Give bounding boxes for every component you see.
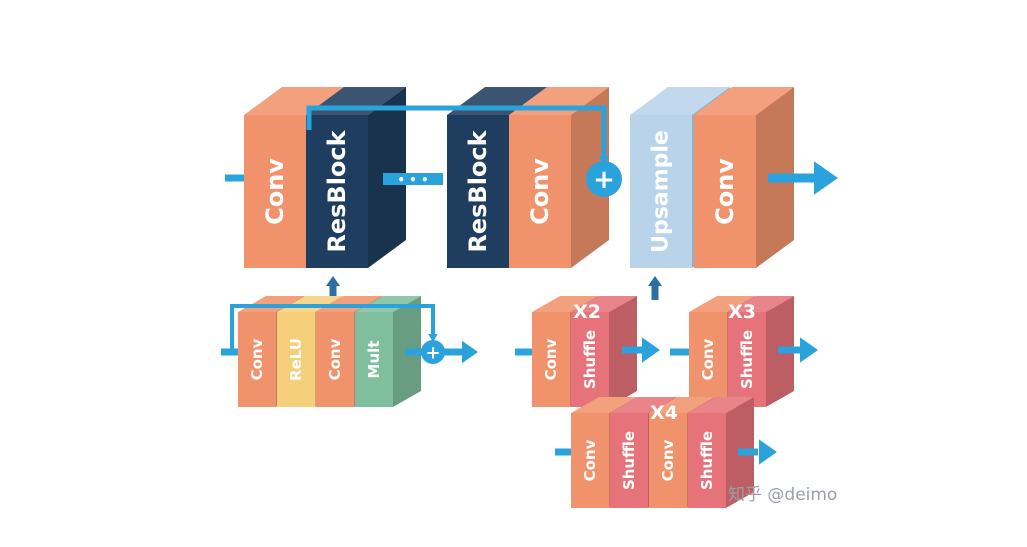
output-arrowhead-top <box>814 161 838 195</box>
x2-shuffle-top-face <box>571 296 637 312</box>
x4-conv-2-front-face <box>649 413 687 508</box>
top-conv-3-front-face <box>694 115 756 268</box>
res-conv-1-front-face <box>238 312 276 407</box>
x4-shuffle-1-top-face <box>610 397 676 413</box>
x3-shuffle-label: Shuffle <box>738 330 756 389</box>
x4-conv-1-top-face <box>571 397 637 413</box>
top-resblock-2-front-face <box>447 115 509 268</box>
res-conv-2-front-face <box>316 312 354 407</box>
x2-conv-top-face <box>532 296 598 312</box>
ellipsis-bar <box>383 173 443 185</box>
top-upsample-top-face <box>630 87 730 115</box>
top-add-node-circle <box>586 161 622 197</box>
top-conv-2-label: Conv <box>526 158 554 225</box>
x4-conv-1-front-face <box>571 413 609 508</box>
top-conv-3-label: Conv <box>711 158 739 225</box>
x2-multiplier: X2 <box>573 301 601 323</box>
res-add-node: + <box>421 340 445 364</box>
top-add-node-symbol: + <box>593 165 615 195</box>
x4-conv-2-label: Conv <box>659 439 677 481</box>
top-upsample-label: Upsample <box>649 130 674 253</box>
res-mult-label: Mult <box>365 341 383 379</box>
res-conv-2-label: Conv <box>326 338 344 380</box>
ellipsis-dots: • • • <box>397 173 428 187</box>
res-relu-front-face <box>277 312 315 407</box>
global-skip-arrowhead <box>598 156 610 165</box>
local-skip-arrowhead <box>428 334 438 342</box>
top-resblock-2-label: ResBlock <box>464 129 492 252</box>
top-conv-1-label: Conv <box>261 158 289 225</box>
top-conv-1-front-face <box>244 115 306 268</box>
watermark: 知乎 @deimo <box>728 485 837 505</box>
x3-shuffle-front-face <box>728 312 766 407</box>
res-add-node-symbol: + <box>425 343 440 364</box>
x2-shuffle-label: Shuffle <box>581 330 599 389</box>
top-upsample-front-face <box>630 115 692 268</box>
top-conv-1-top-face <box>244 87 344 115</box>
upsample-detail-up-arrowhead <box>648 276 662 286</box>
x4-shuffle-1-label: Shuffle <box>620 431 638 490</box>
top-conv-3-top-face <box>694 87 794 115</box>
x2-shuffle-front-face <box>571 312 609 407</box>
top-conv-3: Conv <box>694 87 794 268</box>
top-conv-2-front-face <box>509 115 571 268</box>
x4-shuffle-1-front-face <box>610 413 648 508</box>
top-resblock-1: ResBlock <box>306 87 406 268</box>
res-add-node-circle <box>421 340 445 364</box>
x2-conv-front-face <box>532 312 570 407</box>
top-resblock-1-label: ResBlock <box>323 129 351 252</box>
x3-conv-label: Conv <box>699 338 717 380</box>
top-resblock-1-front-face <box>306 115 368 268</box>
x4-output-arrowhead <box>759 439 777 465</box>
x4-shuffle-2: Shuffle <box>688 397 754 508</box>
x3-output-arrowhead <box>800 337 818 363</box>
x3-multiplier: X3 <box>728 301 756 323</box>
resblock-detail-up-arrowhead <box>326 276 340 286</box>
top-add-node: + <box>586 161 622 197</box>
res-mult: Mult <box>355 296 421 407</box>
x2-output-arrowhead <box>642 337 660 363</box>
x4-conv-2-top-face <box>649 397 715 413</box>
x4-conv-1-label: Conv <box>581 439 599 481</box>
res-relu-label: ReLU <box>287 338 305 381</box>
x4-shuffle-2-front-face <box>688 413 726 508</box>
x3-conv-front-face <box>689 312 727 407</box>
x3-conv-top-face <box>689 296 755 312</box>
res-mult-front-face <box>355 312 393 407</box>
x4-multiplier: X4 <box>650 402 678 424</box>
res-output-arrowhead <box>462 340 478 364</box>
res-conv-1-label: Conv <box>248 338 266 380</box>
x4-shuffle-2-label: Shuffle <box>698 431 716 490</box>
x4-shuffle-2-top-face <box>688 397 754 413</box>
x2-shuffle: Shuffle <box>571 296 637 407</box>
x3-shuffle-top-face <box>728 296 794 312</box>
local-skip-connection <box>230 304 435 352</box>
x2-conv-label: Conv <box>542 338 560 380</box>
global-skip-connection <box>306 105 607 158</box>
